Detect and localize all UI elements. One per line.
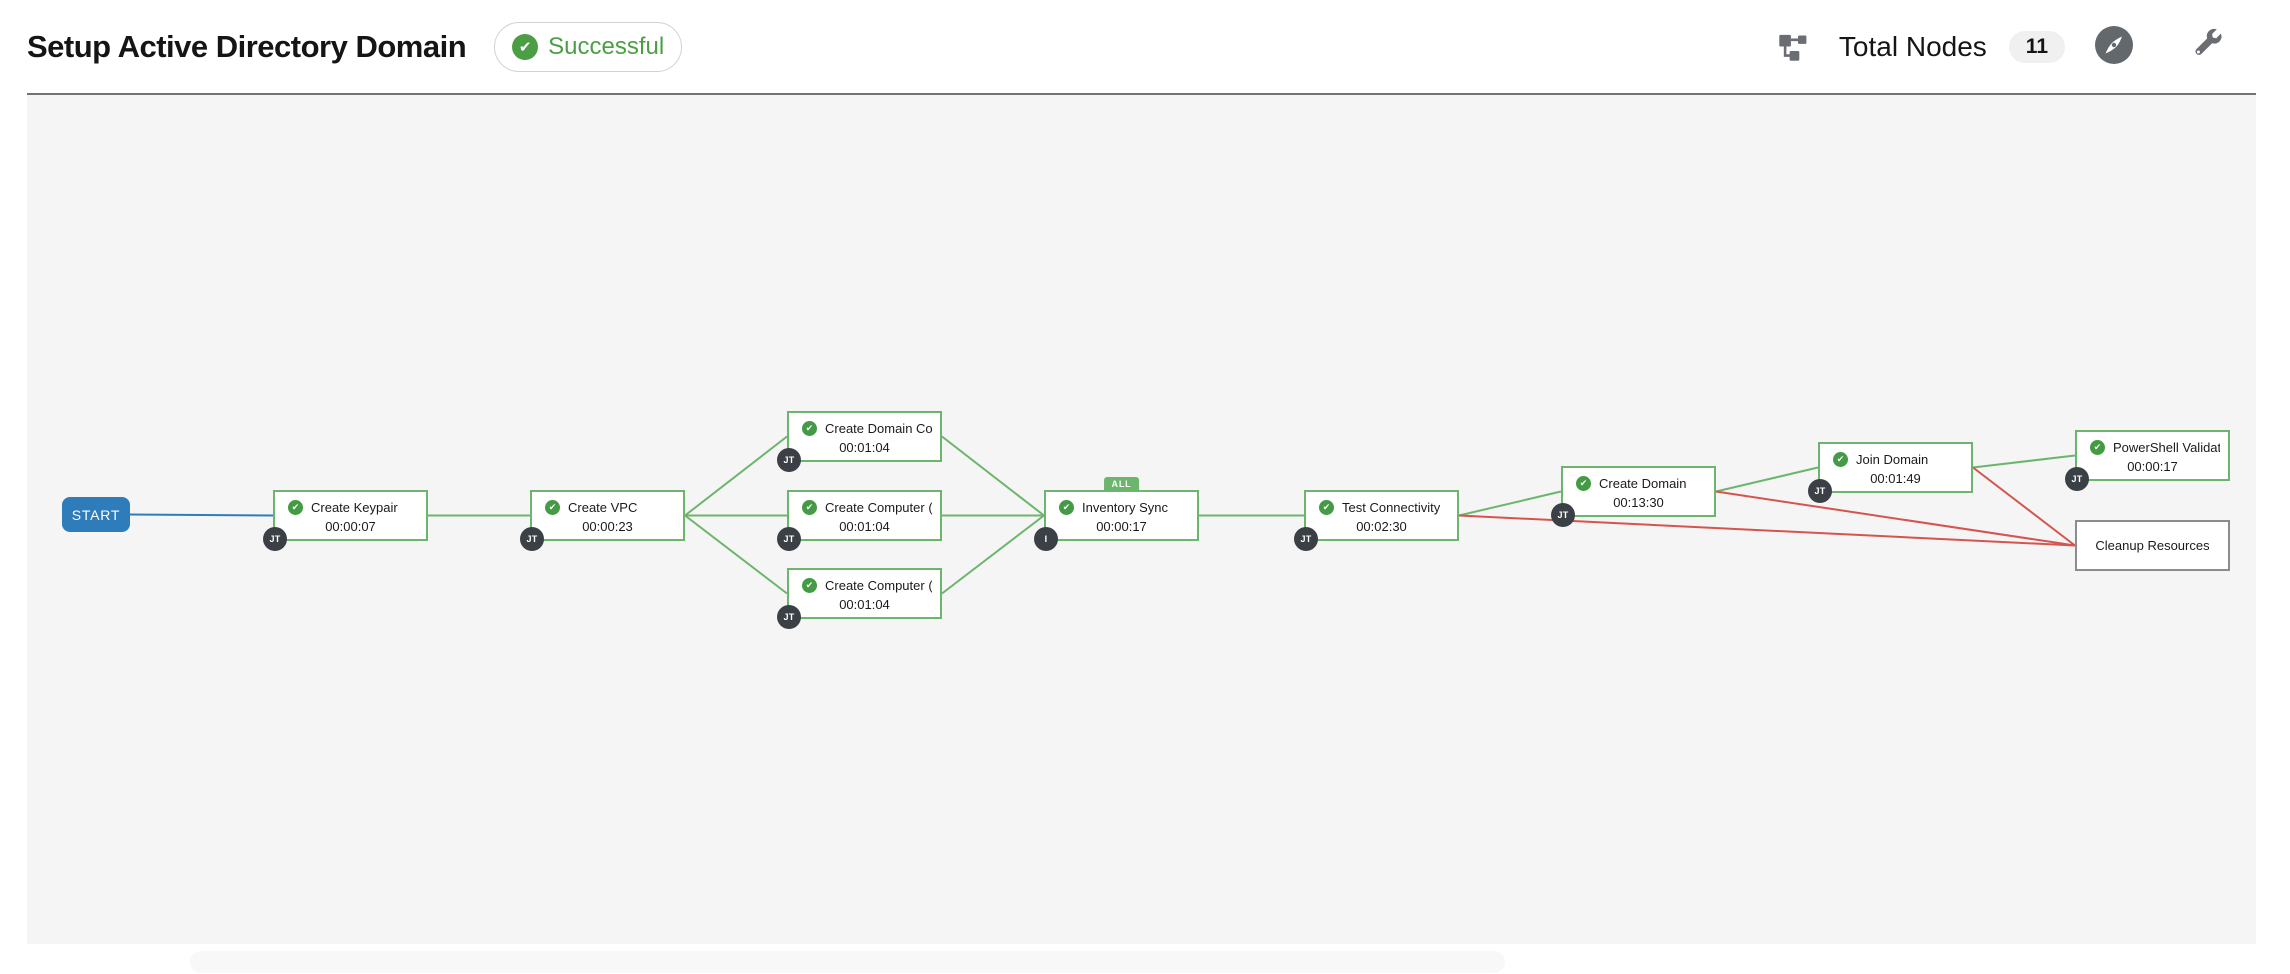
node-title-row: Cleanup Resources [2077,538,2228,553]
node-title-row: ✔ Inventory Sync [1046,492,1197,515]
sitemap-icon [1778,31,1809,62]
check-circle-icon: ✔ [545,500,560,515]
workflow-edge-create-vpc-to-create-computer-2 [684,514,788,595]
check-circle-icon: ✔ [1059,500,1074,515]
status-badge: ✔ Successful [494,21,683,72]
check-circle-icon: ✔ [288,500,303,515]
node-elapsed-time: 00:01:04 [839,440,890,455]
node-title-row: ✔ Create Keypair [275,492,426,515]
node-title-row: ✔ PowerShell Validation [2077,432,2228,455]
success-check-icon: ✔ [512,33,539,60]
node-label: Create Keypair [311,500,398,515]
node-title-row: ✔ Create Domain Contr... [789,413,940,436]
workflow-edge-test-connectivity-to-create-domain [1458,490,1562,517]
job-template-badge: JT [777,605,801,629]
check-circle-icon: ✔ [1576,476,1591,491]
workflow-edge-create-vpc-to-create-domain-controller [684,435,788,517]
node-label: Cleanup Resources [2095,538,2210,553]
job-template-badge: JT [777,527,801,551]
workflow-edge-create-domain-controller-to-inventory-sync [941,435,1045,517]
legend-compass-button[interactable] [2095,26,2133,67]
workflow-edge-join-domain-to-powershell-validation [1972,454,2076,469]
workflow-edge-create-computer-2-to-inventory-sync [941,514,1045,595]
node-label: PowerShell Validation [2113,440,2220,455]
check-circle-icon: ✔ [802,500,817,515]
job-template-badge: JT [1294,527,1318,551]
tools-wrench-button[interactable] [2189,27,2225,66]
node-elapsed-time: 00:00:17 [2127,459,2178,474]
faded-scrollbar-artifact [190,951,1505,973]
job-template-badge: JT [1808,479,1832,503]
total-nodes-label: Total Nodes [1838,30,1987,62]
job-template-badge: JT [2065,467,2089,491]
check-circle-icon: ✔ [2090,440,2105,455]
workflow-edge-create-domain-to-cleanup-resources [1715,490,2076,547]
total-nodes-count: 11 [2008,30,2065,63]
node-title-row: ✔ Create Domain [1563,468,1714,491]
check-circle-icon: ✔ [1833,452,1848,467]
node-elapsed-time: 00:00:17 [1096,519,1147,534]
node-label: Create Computer (1) [825,500,932,515]
node-elapsed-time: 00:00:07 [325,519,376,534]
workflow-edge-start-to-create-keypair [129,513,274,517]
node-label: Create Domain Contr... [825,421,932,436]
node-label: Inventory Sync [1082,500,1168,515]
node-label: Create Domain [1599,476,1687,491]
job-template-badge: JT [520,527,544,551]
check-circle-icon: ✔ [802,421,817,436]
node-elapsed-time: 00:00:23 [582,519,633,534]
node-elapsed-time: 00:01:04 [839,519,890,534]
node-elapsed-time: 00:01:04 [839,597,890,612]
inventory-source-badge: I [1034,527,1058,551]
workflow-header: Setup Active Directory Domain ✔ Successf… [0,0,2290,93]
node-title-row: ✔ Join Domain [1820,444,1971,467]
node-elapsed-time: 00:13:30 [1613,495,1664,510]
start-node: START [62,497,130,532]
workflow-edge-create-domain-to-join-domain [1715,466,1819,493]
node-label: Create VPC [568,500,638,515]
compass-icon [2095,26,2133,67]
node-title-row: ✔ Test Connectivity [1306,492,1457,515]
check-circle-icon: ✔ [802,578,817,593]
convergence-label: ALL [1103,477,1140,491]
node-label: Create Computer (2) [825,578,932,593]
page-title: Setup Active Directory Domain [27,28,467,64]
node-elapsed-time: 00:02:30 [1356,519,1407,534]
wrench-icon [2189,27,2225,66]
job-template-badge: JT [777,448,801,472]
node-title-row: ✔ Create VPC [532,492,683,515]
node-title-row: ✔ Create Computer (2) [789,570,940,593]
job-template-badge: JT [1551,503,1575,527]
workflow-node-cleanup-resources[interactable]: Cleanup Resources [2075,520,2230,571]
job-template-badge: JT [263,527,287,551]
node-label: Test Connectivity [1342,500,1441,515]
node-label: Join Domain [1856,452,1929,467]
status-badge-label: Successful [548,32,665,60]
check-circle-icon: ✔ [1319,500,1334,515]
node-elapsed-time: 00:01:49 [1870,471,1921,486]
workflow-edge-join-domain-to-cleanup-resources [1972,466,2076,547]
node-title-row: ✔ Create Computer (1) [789,492,940,515]
